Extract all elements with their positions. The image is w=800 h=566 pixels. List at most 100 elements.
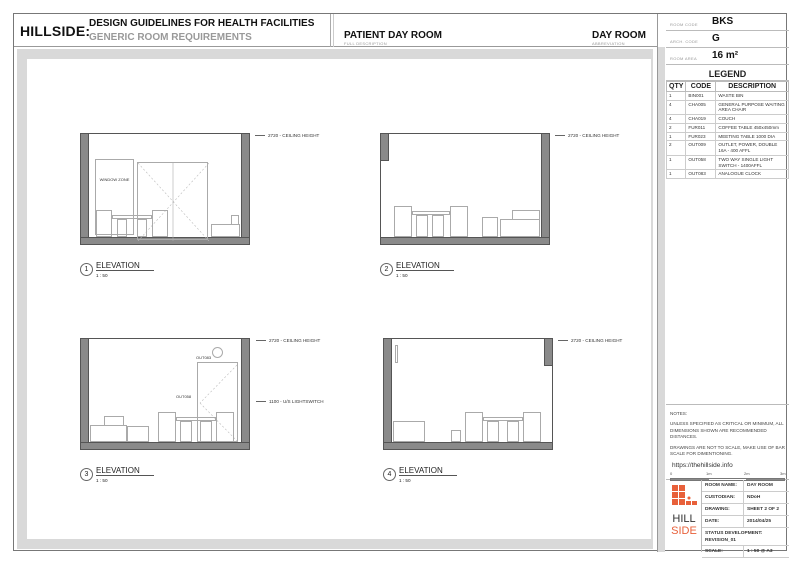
notes-paragraph: DRAWINGS ARE NOT TO SCALE, MAKE USE OF B… — [670, 444, 785, 457]
room-name-row: ROOM NAME:DAY ROOM — [702, 480, 789, 492]
elevation-scale: 1 : 50 — [96, 478, 108, 483]
elevation-tag: 2 ELEVATION 1 : 50 — [380, 261, 454, 278]
abbreviation-label: ABBREVIATION — [592, 41, 625, 46]
legend-header-row: QTY CODE DESCRIPTION — [665, 81, 789, 92]
custodian-row: CUSTODIAN:NDoH — [702, 492, 789, 504]
document-title: DESIGN GUIDELINES FOR HEALTH FACILITIES — [89, 18, 315, 29]
notes-heading: NOTES: — [670, 411, 688, 416]
couch — [90, 425, 127, 442]
chair — [216, 412, 234, 442]
meeting-table — [176, 417, 216, 421]
door-swing-icon — [138, 163, 209, 241]
couch-back — [512, 210, 540, 220]
chair — [394, 206, 412, 237]
ceiling-height-annotation: 2720 - CEILING HEIGHT — [555, 133, 619, 138]
couch-back — [231, 215, 239, 225]
elevation-1: WINDOW ZONE 2720 - CEILING HEIGHT — [80, 133, 340, 283]
room-abbreviation: DAY ROOM — [592, 30, 646, 41]
chair — [158, 412, 176, 442]
clock-code: OUT083 — [196, 355, 212, 360]
couch — [500, 219, 540, 237]
level-marker-icon — [256, 401, 266, 403]
couch — [211, 224, 240, 237]
wall-left — [383, 338, 392, 450]
drawing-frame: WINDOW ZONE 2720 - CEILING HEIGHT — [17, 49, 653, 549]
website-link[interactable]: https://thehillside.info — [672, 461, 733, 469]
couch — [393, 421, 425, 442]
elevation-tag: 1 ELEVATION 1 : 50 — [80, 261, 154, 278]
room-area: 16 m² — [712, 50, 739, 61]
chair — [465, 412, 483, 442]
chair — [487, 421, 499, 442]
wall-left — [80, 338, 89, 450]
full-description-label: FULL DESCRIPTION — [344, 41, 387, 46]
chair — [523, 412, 541, 442]
elevation-2: 2720 - CEILING HEIGHT 2 ELEVATION 1 : 50 — [380, 133, 640, 283]
chair — [450, 206, 468, 237]
scale-bar — [670, 477, 785, 481]
chair — [507, 421, 519, 442]
floor — [380, 237, 550, 245]
chair — [180, 421, 192, 442]
couch — [127, 426, 149, 442]
floor — [80, 237, 250, 245]
header-divider — [333, 14, 334, 47]
meeting-table — [412, 211, 450, 215]
title-block: HILL SIDE ROOM NAME:DAY ROOM CUSTODIAN:N… — [666, 480, 789, 558]
sheet-header: HILLSIDE: DESIGN GUIDELINES FOR HEALTH F… — [14, 14, 657, 47]
svg-text:SIDE: SIDE — [671, 525, 697, 537]
level-marker-icon — [256, 340, 266, 342]
status-row: STATUS DEVELOPMENT: REVISION_01 — [702, 528, 789, 546]
elevation-title: ELEVATION — [96, 466, 154, 476]
room-code-row: ROOM CODE BKS — [666, 14, 789, 31]
date-row: DATE:2014/04/25 — [702, 516, 789, 528]
chair — [137, 219, 147, 237]
right-column-gutter — [657, 47, 665, 552]
arch-code-row: ARCH. CODE G — [666, 31, 789, 48]
drawing-sheet: HILLSIDE: DESIGN GUIDELINES FOR HEALTH F… — [13, 13, 789, 558]
elevation-number: 3 — [80, 468, 93, 481]
room-full-description: PATIENT DAY ROOM — [344, 30, 442, 41]
elevation-scale: 1 : 50 — [399, 478, 411, 483]
status-label: STATUS DEVELOPMENT: — [705, 531, 763, 536]
chair — [432, 215, 444, 237]
title-block-fields: ROOM NAME:DAY ROOM CUSTODIAN:NDoH DRAWIN… — [702, 480, 789, 558]
ceiling-height-annotation: 2720 - CEILING HEIGHT — [558, 338, 622, 343]
elevation-tag: 3 ELEVATION 1 : 50 — [80, 466, 154, 483]
header-divider — [330, 14, 331, 47]
door-panel — [137, 162, 209, 241]
hillside-logo: HILL SIDE — [666, 480, 702, 552]
waste-bin — [451, 430, 461, 442]
legend-title: LEGEND — [666, 65, 789, 81]
elevation-scale: 1 : 50 — [96, 273, 108, 278]
elevation-4: 2720 - CEILING HEIGHT 4 ELEVATION 1 : 50 — [383, 338, 643, 488]
switch-code: OUT058 — [176, 394, 192, 399]
couch-back — [104, 416, 124, 426]
scale-row: SCALE:1 : 50 @ A3 — [702, 546, 789, 558]
elevation-tag: 4 ELEVATION 1 : 50 — [383, 466, 457, 483]
wall-left — [80, 133, 89, 245]
coffee-table — [482, 217, 498, 237]
elevation-scale: 1 : 50 — [396, 273, 408, 278]
drawing-row: DRAWING:SHEET 2 OF 2 — [702, 504, 789, 516]
chair — [200, 421, 212, 442]
wall-right-partial — [544, 338, 553, 366]
window-zone-label: WINDOW ZONE — [99, 177, 130, 182]
ceiling-height-annotation: 2720 - CEILING HEIGHT — [255, 133, 319, 138]
wall-fixture — [395, 345, 398, 363]
svg-text:HILL: HILL — [672, 513, 695, 525]
status-value: REVISION_01 — [705, 538, 736, 544]
chair — [152, 210, 168, 237]
room-outline — [380, 133, 550, 241]
level-marker-icon — [555, 135, 565, 137]
floor — [383, 442, 553, 450]
room-area-row: ROOM AREA 16 m² — [666, 48, 789, 65]
